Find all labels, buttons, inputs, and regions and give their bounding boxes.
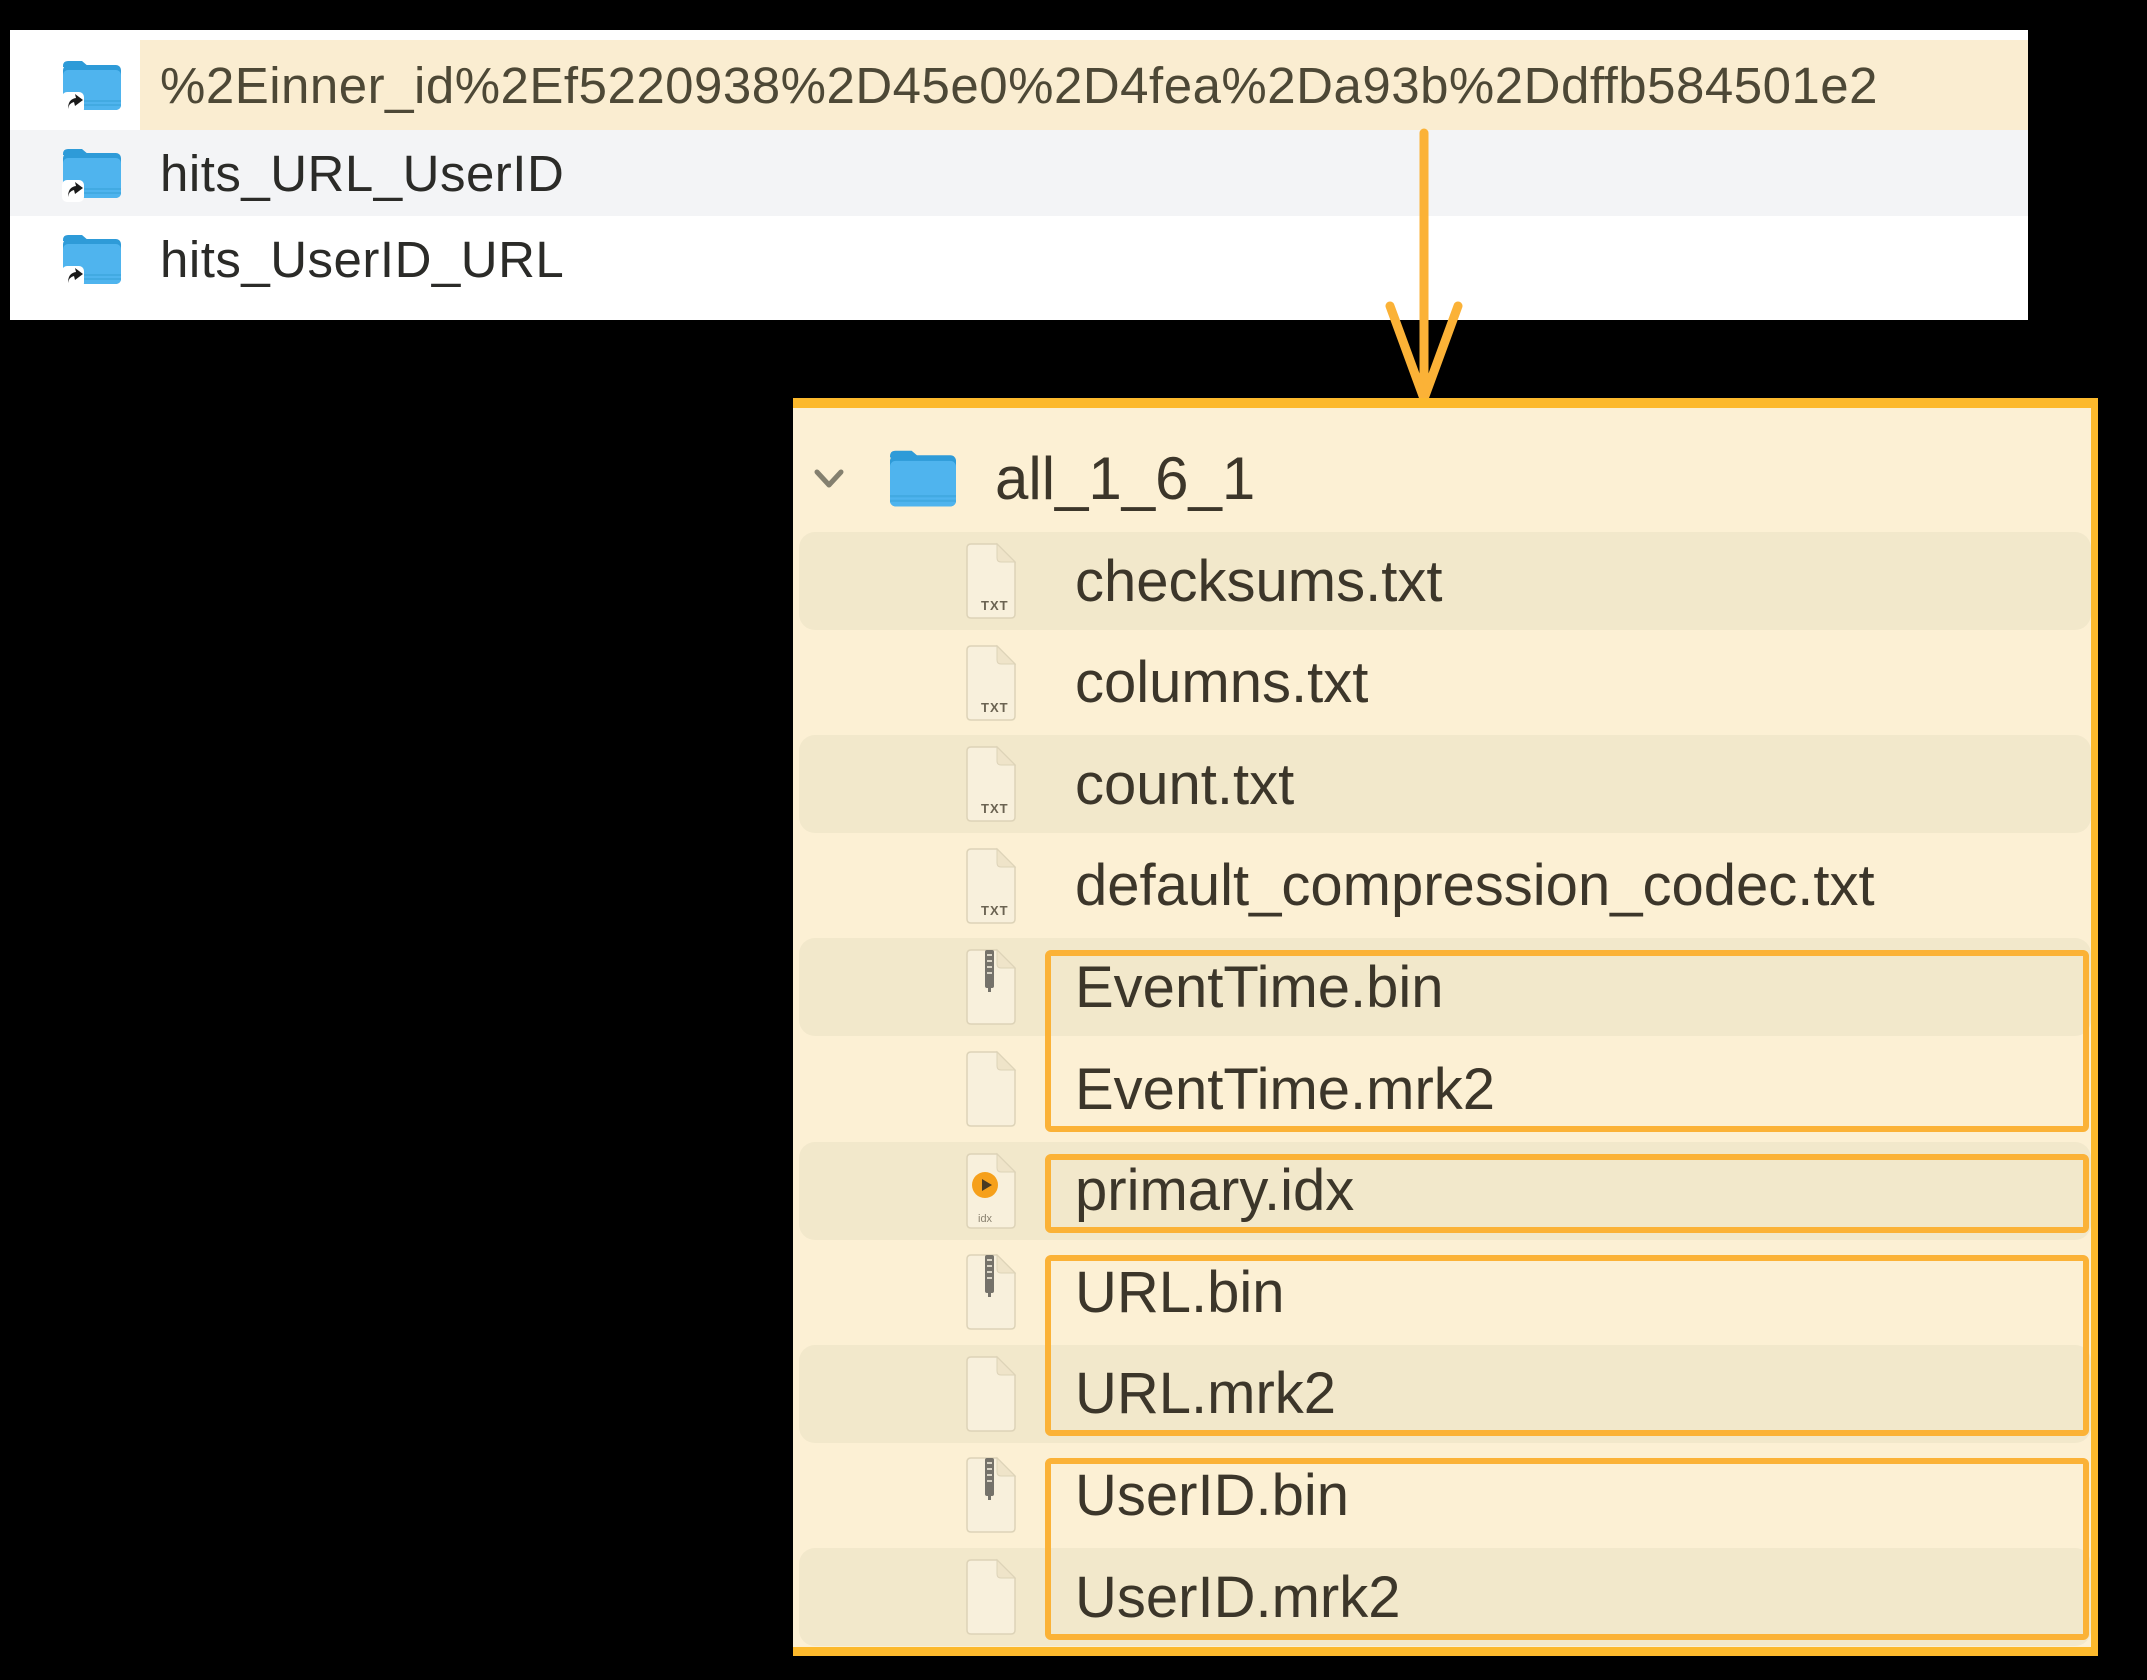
finder-row-background [10, 130, 2028, 216]
part-file-row[interactable]: UserID.mrk2 [793, 1546, 2091, 1648]
part-file-name: count.txt [1075, 751, 1295, 817]
finder-row[interactable]: hits_UserID_URL [10, 216, 2028, 302]
mrk2-file-icon [961, 1050, 1021, 1128]
folder-alias-icon [60, 144, 124, 202]
part-file-row[interactable]: URL.mrk2 [793, 1343, 2091, 1445]
part-file-row[interactable]: idx primary.idx [793, 1140, 2091, 1242]
finder-item-name: %2Einner_id%2Ef5220938%2D45e0%2D4fea%2Da… [160, 56, 1879, 114]
part-file-row[interactable]: TXT checksums.txt [793, 530, 2091, 632]
mrk2-file-icon [961, 1355, 1021, 1433]
finder-list-panel: %2Einner_id%2Ef5220938%2D45e0%2D4fea%2Da… [10, 30, 2028, 320]
part-file-name: UserID.mrk2 [1075, 1564, 1401, 1630]
part-folder-row[interactable]: all_1_6_1 [793, 426, 2091, 530]
part-file-row[interactable]: EventTime.mrk2 [793, 1038, 2091, 1140]
chevron-down-icon[interactable] [807, 456, 851, 500]
bin-file-icon [961, 948, 1021, 1026]
part-file-name: EventTime.bin [1075, 954, 1444, 1020]
txt-file-icon: TXT [961, 644, 1021, 722]
part-file-row[interactable]: TXT columns.txt [793, 632, 2091, 734]
folder-alias-icon [60, 230, 124, 288]
txt-file-icon: TXT [961, 542, 1021, 620]
txt-file-icon: TXT [961, 745, 1021, 823]
finder-item-name: hits_UserID_URL [160, 230, 565, 288]
finder-row[interactable]: hits_URL_UserID [10, 130, 2028, 216]
part-file-name: columns.txt [1075, 650, 1369, 716]
part-file-name: primary.idx [1075, 1158, 1355, 1224]
part-file-row[interactable]: TXT count.txt [793, 733, 2091, 835]
txt-file-icon: TXT [961, 847, 1021, 925]
bin-file-icon [961, 1456, 1021, 1534]
mrk2-file-icon [961, 1558, 1021, 1636]
svg-text:TXT: TXT [981, 700, 1009, 715]
part-folder-name: all_1_6_1 [995, 444, 1256, 512]
svg-text:TXT: TXT [981, 598, 1009, 613]
part-file-name: EventTime.mrk2 [1075, 1056, 1496, 1122]
folder-alias-icon [60, 56, 124, 114]
selected-name-highlight [140, 40, 2028, 130]
bin-file-icon [961, 1253, 1021, 1331]
part-file-name: default_compression_codec.txt [1075, 853, 1875, 919]
part-file-name: checksums.txt [1075, 548, 1443, 614]
part-file-row[interactable]: URL.bin [793, 1241, 2091, 1343]
idx-file-icon: idx [961, 1152, 1021, 1230]
part-file-name: URL.bin [1075, 1259, 1285, 1325]
part-file-name: URL.mrk2 [1075, 1361, 1337, 1427]
finder-row-background [10, 216, 2028, 302]
part-file-row[interactable]: UserID.bin [793, 1444, 2091, 1546]
svg-text:TXT: TXT [981, 903, 1009, 918]
folder-icon [885, 445, 961, 511]
part-file-name: UserID.bin [1075, 1462, 1349, 1528]
svg-text:TXT: TXT [981, 801, 1009, 816]
svg-text:idx: idx [978, 1213, 993, 1225]
finder-row[interactable]: %2Einner_id%2Ef5220938%2D45e0%2D4fea%2Da… [10, 40, 2028, 130]
part-file-row[interactable]: TXT default_compression_codec.txt [793, 835, 2091, 937]
part-file-row[interactable]: EventTime.bin [793, 936, 2091, 1038]
finder-item-name: hits_URL_UserID [160, 144, 565, 202]
